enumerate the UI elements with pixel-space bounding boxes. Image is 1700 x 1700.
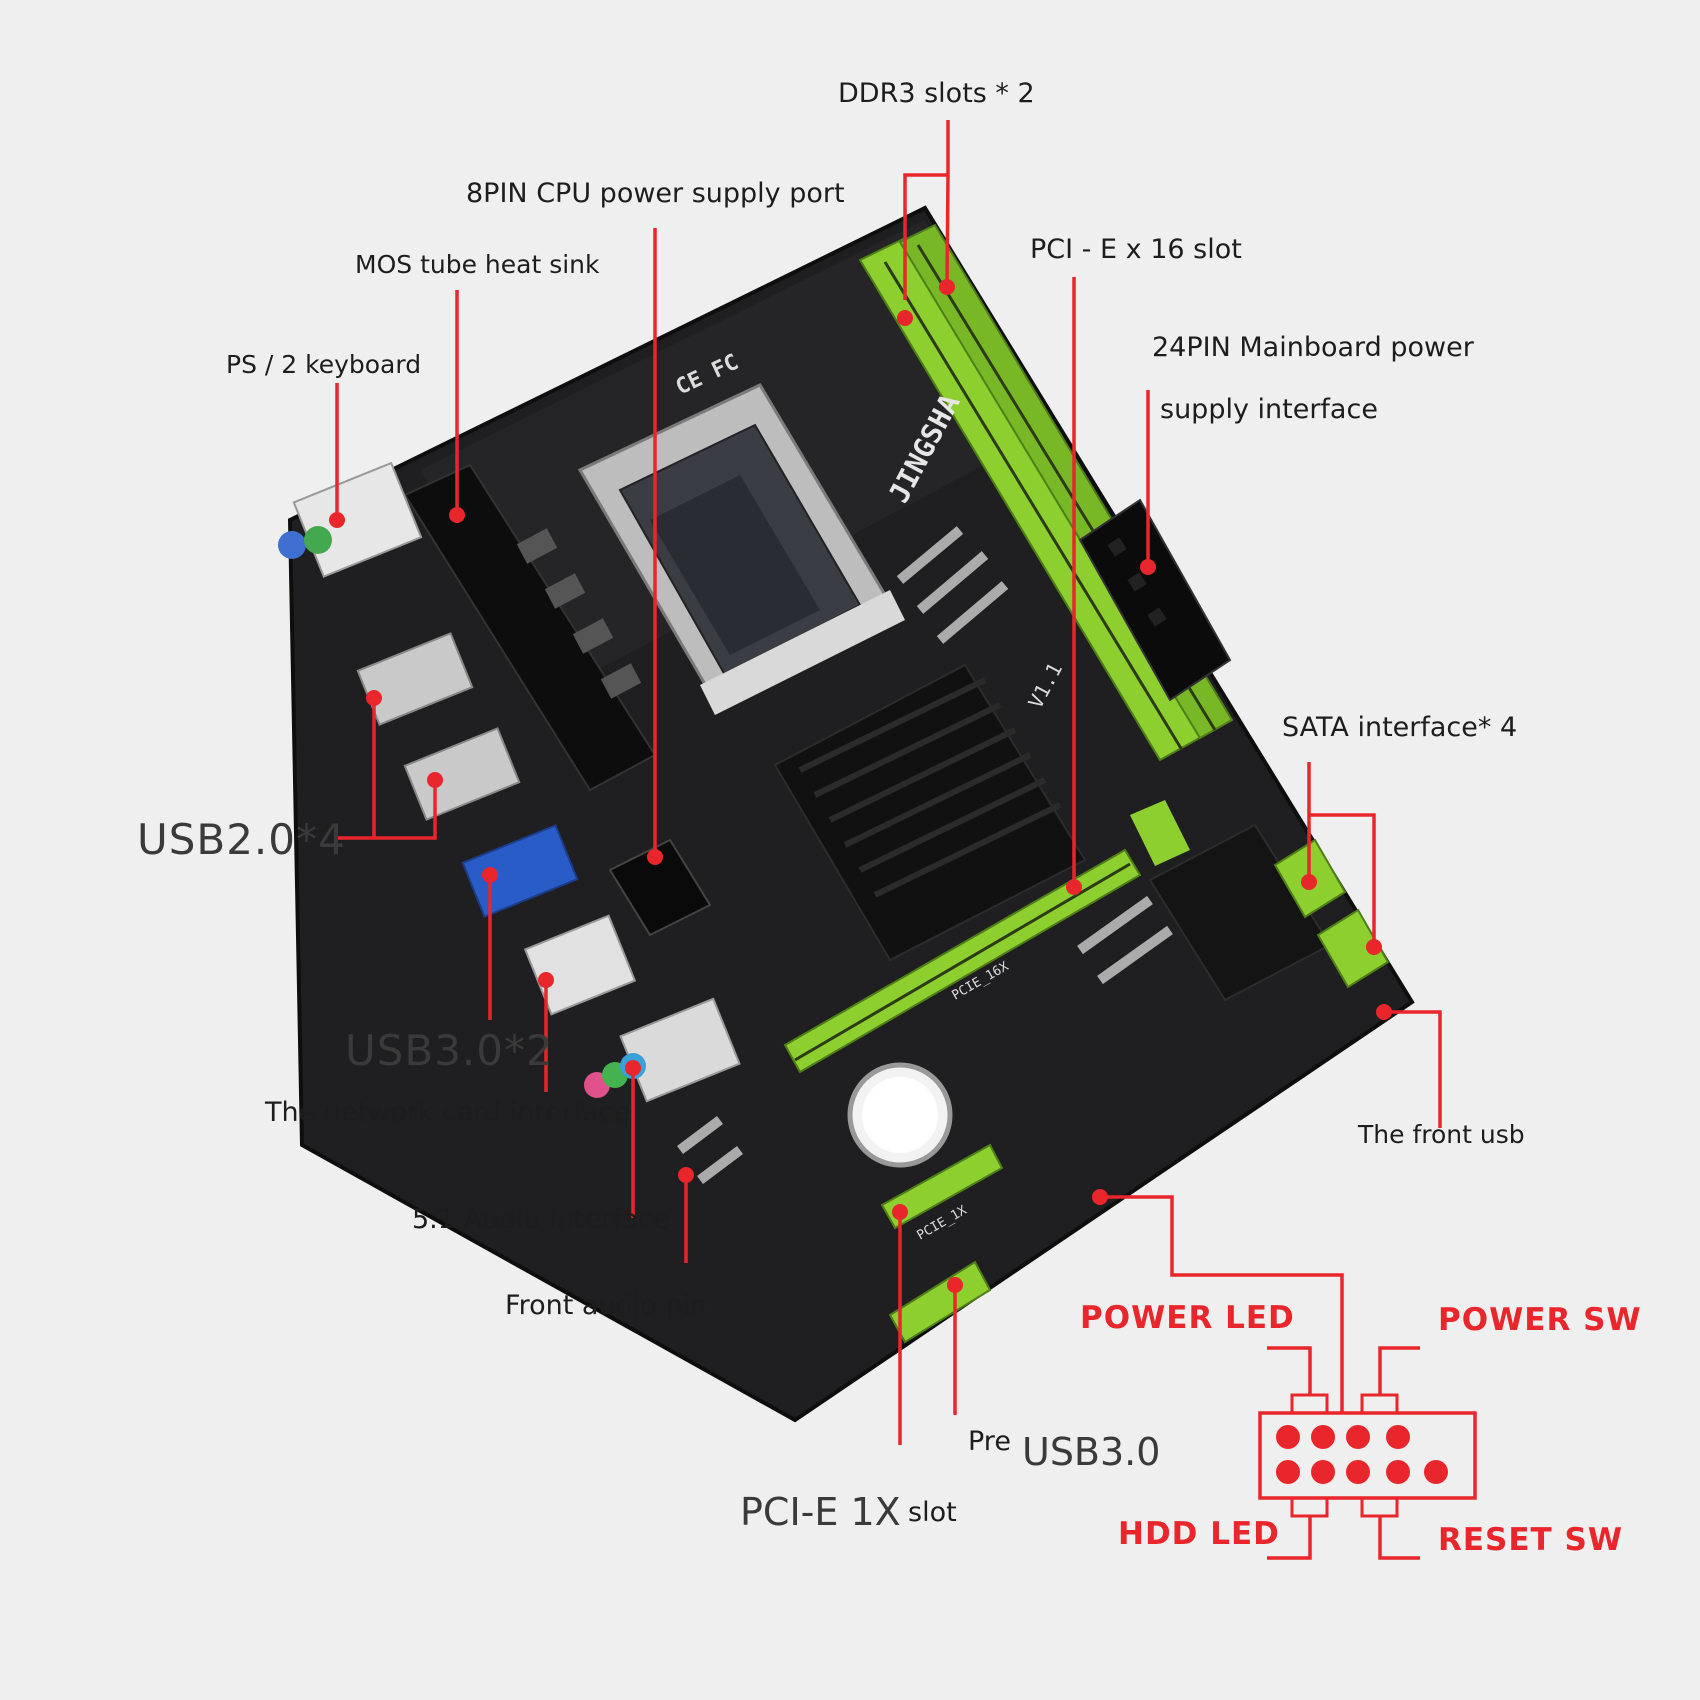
callout-sata	[1307, 762, 1376, 945]
label-pre-usb3: USB3.0	[1022, 1430, 1161, 1474]
label-hdd-led: HDD LED	[1118, 1516, 1280, 1552]
label-sata-interface: SATA interface* 4	[1282, 712, 1518, 743]
callout-front-panel	[1100, 1195, 1344, 1412]
motherboard-illustration: JINGSHA V1.1 CE FC PCIE_16X PCIE_1X	[278, 205, 1415, 1423]
label-network-interface: The network card interface	[265, 1097, 631, 1128]
label-front-audio-pin: Front audio pin	[505, 1290, 708, 1321]
callout-usb2	[338, 698, 437, 840]
callout-dots	[329, 279, 1392, 1293]
chipset-heatsink	[773, 663, 1087, 962]
callout-front-usb	[1384, 1010, 1442, 1128]
label-reset-sw: RESET SW	[1438, 1522, 1624, 1558]
pcie-x1-slot	[880, 1143, 1004, 1230]
label-usb3: USB3.0*2	[345, 1026, 554, 1075]
label-power-led: POWER LED	[1080, 1300, 1295, 1336]
label-usb2: USB2.0*4	[137, 815, 346, 864]
label-atx-power-line2: supply interface	[1160, 394, 1378, 425]
label-pcie16-slot: PCI - E x 16 slot	[1030, 234, 1242, 265]
label-power-sw: POWER SW	[1438, 1302, 1642, 1338]
label-ddr3-slots: DDR3 slots * 2	[838, 78, 1035, 109]
label-pre: Pre	[968, 1426, 1011, 1457]
cpu-socket	[577, 383, 905, 715]
label-audio-51: 5.1 Audio Interface	[412, 1204, 670, 1235]
callout-lines	[335, 120, 1442, 1445]
label-front-usb: The front usb	[1358, 1120, 1525, 1149]
label-pcie1-main: PCI-E 1X	[740, 1490, 901, 1534]
cpu-8pin-connector	[608, 838, 712, 937]
label-cpu-power-port: 8PIN CPU power supply port	[466, 178, 845, 209]
label-mos-heatsink: MOS tube heat sink	[355, 250, 600, 279]
label-pcie1-slot: slot	[908, 1497, 957, 1528]
label-atx-power-line1: 24PIN Mainboard power	[1152, 332, 1474, 363]
callout-ddr3	[903, 120, 950, 300]
front-panel-header-diagram	[1258, 1346, 1477, 1560]
front-panel-header-box	[1258, 1411, 1477, 1500]
label-ps2-keyboard: PS / 2 keyboard	[226, 350, 422, 379]
header-pins	[1276, 1425, 1448, 1484]
